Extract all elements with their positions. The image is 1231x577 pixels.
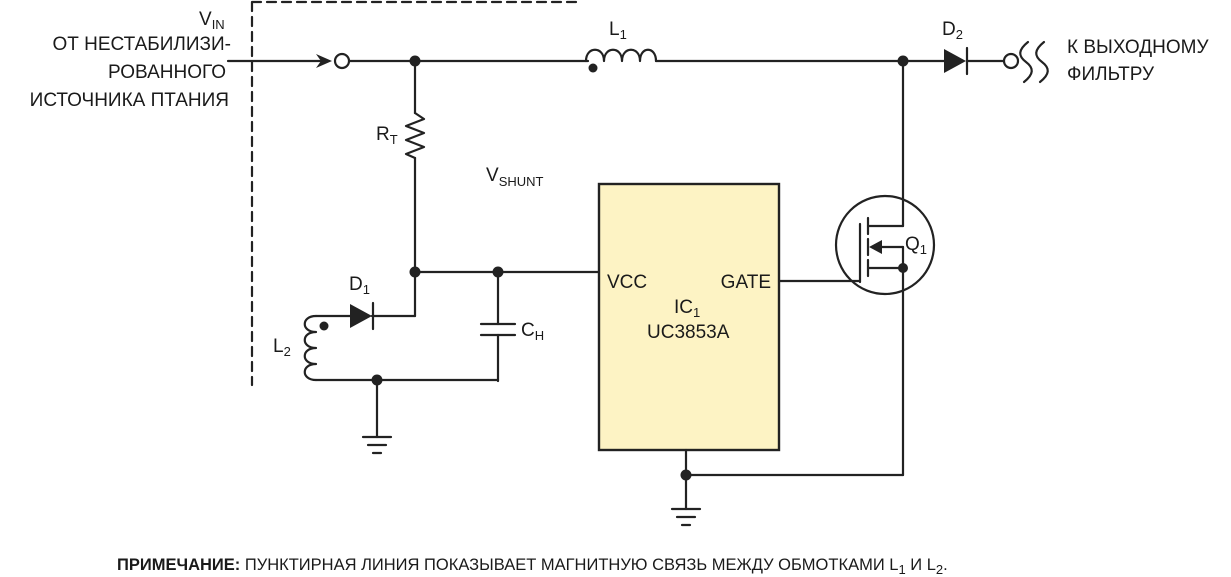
source-label-line2: РОВАННОГО — [108, 62, 226, 83]
input-terminal — [333, 52, 351, 70]
ic1-block — [597, 182, 781, 452]
d2-label: D2 — [942, 19, 963, 42]
l1-dot — [588, 63, 598, 73]
l2-label: L2 — [273, 336, 291, 359]
inductor-l2 — [303, 314, 318, 382]
ch-label: CH — [521, 320, 544, 343]
l2-dot — [319, 321, 329, 331]
vshunt-label: VSHUNT — [486, 165, 544, 189]
d1-label: D1 — [349, 274, 370, 297]
source-label-line3: ИСТОЧНИКА ПТАНИЯ — [30, 90, 229, 111]
ic1-part: UC3853A — [647, 322, 730, 343]
break-symbol-2 — [1035, 40, 1049, 84]
node-ic-ground — [680, 469, 692, 481]
l1-label: L1 — [609, 19, 627, 42]
rt-label: RT — [376, 124, 398, 147]
ic1-vcc-pin: VCC — [607, 272, 647, 293]
q1-arrow — [869, 240, 882, 254]
ic1-name: IC1 — [674, 297, 700, 320]
q1-label: Q1 — [905, 234, 927, 257]
break-symbol-1 — [1019, 40, 1033, 84]
node-q1-source — [898, 263, 908, 273]
ic1-gate-pin: GATE — [721, 272, 771, 293]
output-label-line2: ФИЛЬТРУ — [1067, 64, 1155, 85]
inductor-l1 — [584, 48, 658, 63]
coupling-boundary — [250, 0, 578, 387]
vin-label: VIN — [199, 9, 225, 32]
footnote: ПРИМЕЧАНИЕ: ПУНКТИРНАЯ ЛИНИЯ ПОКАЗЫВАЕТ … — [117, 556, 948, 577]
output-terminal — [1002, 52, 1020, 70]
diode-d2 — [944, 49, 966, 73]
mosfet-q1-body — [834, 194, 936, 296]
input-arrowhead — [316, 54, 332, 68]
source-label-line1: ОТ НЕСТАБИЛИЗИ- — [52, 34, 231, 55]
diode-d1 — [350, 304, 372, 328]
output-label-line1: К ВЫХОДНОМУ — [1067, 37, 1209, 58]
resistor-rt — [404, 111, 426, 160]
